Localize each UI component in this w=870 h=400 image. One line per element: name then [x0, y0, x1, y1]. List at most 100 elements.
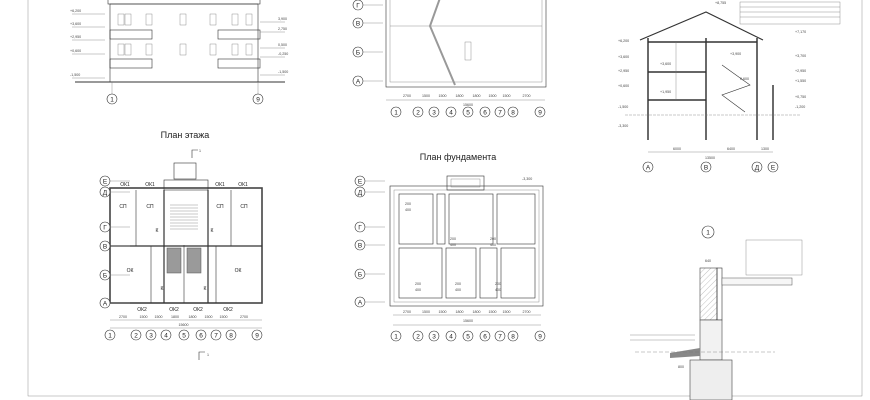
foundation-strip	[445, 247, 477, 299]
facade-window	[124, 43, 132, 56]
roof_plan-column-axis: 4	[445, 106, 457, 118]
roof_plan-row-axis-label: А	[356, 78, 361, 85]
roof_plan-column-axis: 7	[494, 106, 506, 118]
roof_plan-column-axis-label: 5	[466, 109, 470, 116]
section-dimension: 1300	[761, 147, 769, 151]
detail-mark: 1	[706, 230, 710, 237]
foundation_plan-column-axis: 6	[479, 330, 491, 342]
section-level-left: +3,600	[618, 55, 629, 59]
section-total-dimension: 13500	[705, 156, 715, 160]
section-axis-bubble: А	[642, 161, 654, 173]
facade-window	[124, 13, 132, 26]
window-label-top: ОК1	[120, 182, 130, 188]
window-label-top: ОК1	[238, 182, 248, 188]
facade-level-mark: +0,600	[70, 49, 81, 53]
section-level-right: +2,950	[795, 69, 806, 73]
foundation-strip	[500, 247, 536, 299]
pad-dimension: 200	[450, 237, 456, 241]
facade-window	[209, 43, 217, 56]
floor_plan-row-axis: Е	[99, 175, 111, 187]
facade-window	[145, 13, 153, 26]
roof_plan-row-axis: А	[352, 75, 364, 87]
section-axis-bubble: В	[700, 161, 712, 173]
roof_plan-dimension: 1500	[422, 94, 430, 98]
floor_plan-column-axis: 4	[160, 329, 172, 341]
facade-window	[117, 43, 125, 56]
roof_plan-dimension: 2700	[523, 94, 531, 98]
floor_plan-dimension: 2700	[240, 315, 248, 319]
foundation_plan-column-axis: 5	[462, 330, 474, 342]
foundation_plan-column-axis: 3	[428, 330, 440, 342]
pad-dimension: 400	[495, 288, 501, 292]
roof_plan-row-axis-label: В	[356, 20, 360, 27]
foundation-strip	[398, 193, 434, 245]
pad-dimension: 200	[455, 282, 461, 286]
section-axis-bubble-label: Д	[755, 164, 760, 171]
section-level-right: +0,750	[795, 95, 806, 99]
roof_plan-column-axis: 9	[534, 106, 546, 118]
floor_plan-column-axis-label: 4	[164, 332, 168, 339]
pad-dimension: 200	[495, 282, 501, 286]
floor_plan-column-axis: 9	[251, 329, 263, 341]
floor_plan-row-axis: В	[99, 240, 111, 252]
roof_plan-row-axis: Б	[352, 46, 364, 58]
foundation_plan-column-axis-label: 9	[538, 333, 542, 340]
foundation_plan-row-axis: В	[354, 239, 366, 251]
foundation-plan-drawing	[389, 175, 544, 326]
section-level-left: +2,950	[618, 69, 629, 73]
floor-plan-title: План этажа	[161, 130, 210, 140]
floor_plan-column-axis-label: 1	[108, 332, 112, 339]
foundation_plan-row-axis: Е	[354, 175, 366, 187]
roof_plan-column-axis-label: 9	[538, 109, 542, 116]
roof_plan-column-axis: 3	[428, 106, 440, 118]
room-label: СП	[216, 204, 224, 210]
foundation_plan-row-axis-label: А	[358, 299, 363, 306]
foundation_plan-row-axis: А	[354, 296, 366, 308]
facade-level-mark: -1,500	[278, 70, 288, 74]
room-label: СП	[119, 204, 127, 210]
roof_plan-total-dimension: 15600	[463, 103, 473, 107]
roof_plan-dimension: 1500	[489, 94, 497, 98]
section-level-left: +6,200	[618, 39, 629, 43]
facade-axis-bubble: 9	[252, 93, 264, 105]
floor_plan-row-axis: Д	[99, 186, 111, 198]
foundation-level-mark: -3,300	[522, 177, 532, 181]
pad-dimension: 400	[405, 208, 411, 212]
section-inner-level: +3,600	[660, 62, 671, 66]
roof_plan-column-axis: 5	[462, 106, 474, 118]
facade-window	[209, 13, 217, 26]
roof_plan-column-axis-label: 7	[498, 109, 502, 116]
detail-wall-dimension: 640	[705, 259, 711, 263]
foundation_plan-column-axis: 1	[390, 330, 402, 342]
floor_plan-row-axis-label: Б	[103, 272, 107, 279]
roof_plan-dimension: 2700	[403, 94, 411, 98]
foundation-strip	[436, 193, 446, 245]
floor_plan-dimension: 1500	[205, 315, 213, 319]
window-label-bottom: ОК2	[223, 307, 233, 313]
foundation-strip	[479, 247, 498, 299]
floor_plan-row-axis: Б	[99, 269, 111, 281]
floor_plan-total-dimension: 15600	[179, 323, 189, 327]
floor_plan-dimension: 1500	[155, 315, 163, 319]
roof_plan-column-axis-label: 4	[449, 109, 453, 116]
roof_plan-row-axis: В	[352, 17, 364, 29]
floor_plan-column-axis: 5	[178, 329, 190, 341]
section-inner-level: +3,900	[730, 52, 741, 56]
foundation_plan-dimension: 1800	[456, 310, 464, 314]
facade-level-mark: 3,900	[278, 17, 287, 21]
floor_plan-column-axis-label: 5	[182, 332, 186, 339]
floor_plan-column-axis-label: 3	[149, 332, 153, 339]
section-dimension: 6400	[727, 147, 735, 151]
foundation_plan-row-axis: Г	[354, 221, 366, 233]
floor_plan-row-axis-label: Е	[103, 178, 108, 185]
facade-drawing	[75, 0, 285, 95]
floor_plan-row-axis: Г	[99, 221, 111, 233]
floor_plan-column-axis: 1	[104, 329, 116, 341]
section-axis-bubble-label: А	[646, 164, 651, 171]
foundation_plan-row-axis-label: Г	[358, 224, 362, 231]
foundation_plan-column-axis: 9	[534, 330, 546, 342]
section-axis-bubble: Д	[751, 161, 763, 173]
window-label-top: ОК1	[215, 182, 225, 188]
facade-level-mark: +6,200	[70, 9, 81, 13]
foundation_plan-row-axis-label: Д	[358, 189, 363, 196]
